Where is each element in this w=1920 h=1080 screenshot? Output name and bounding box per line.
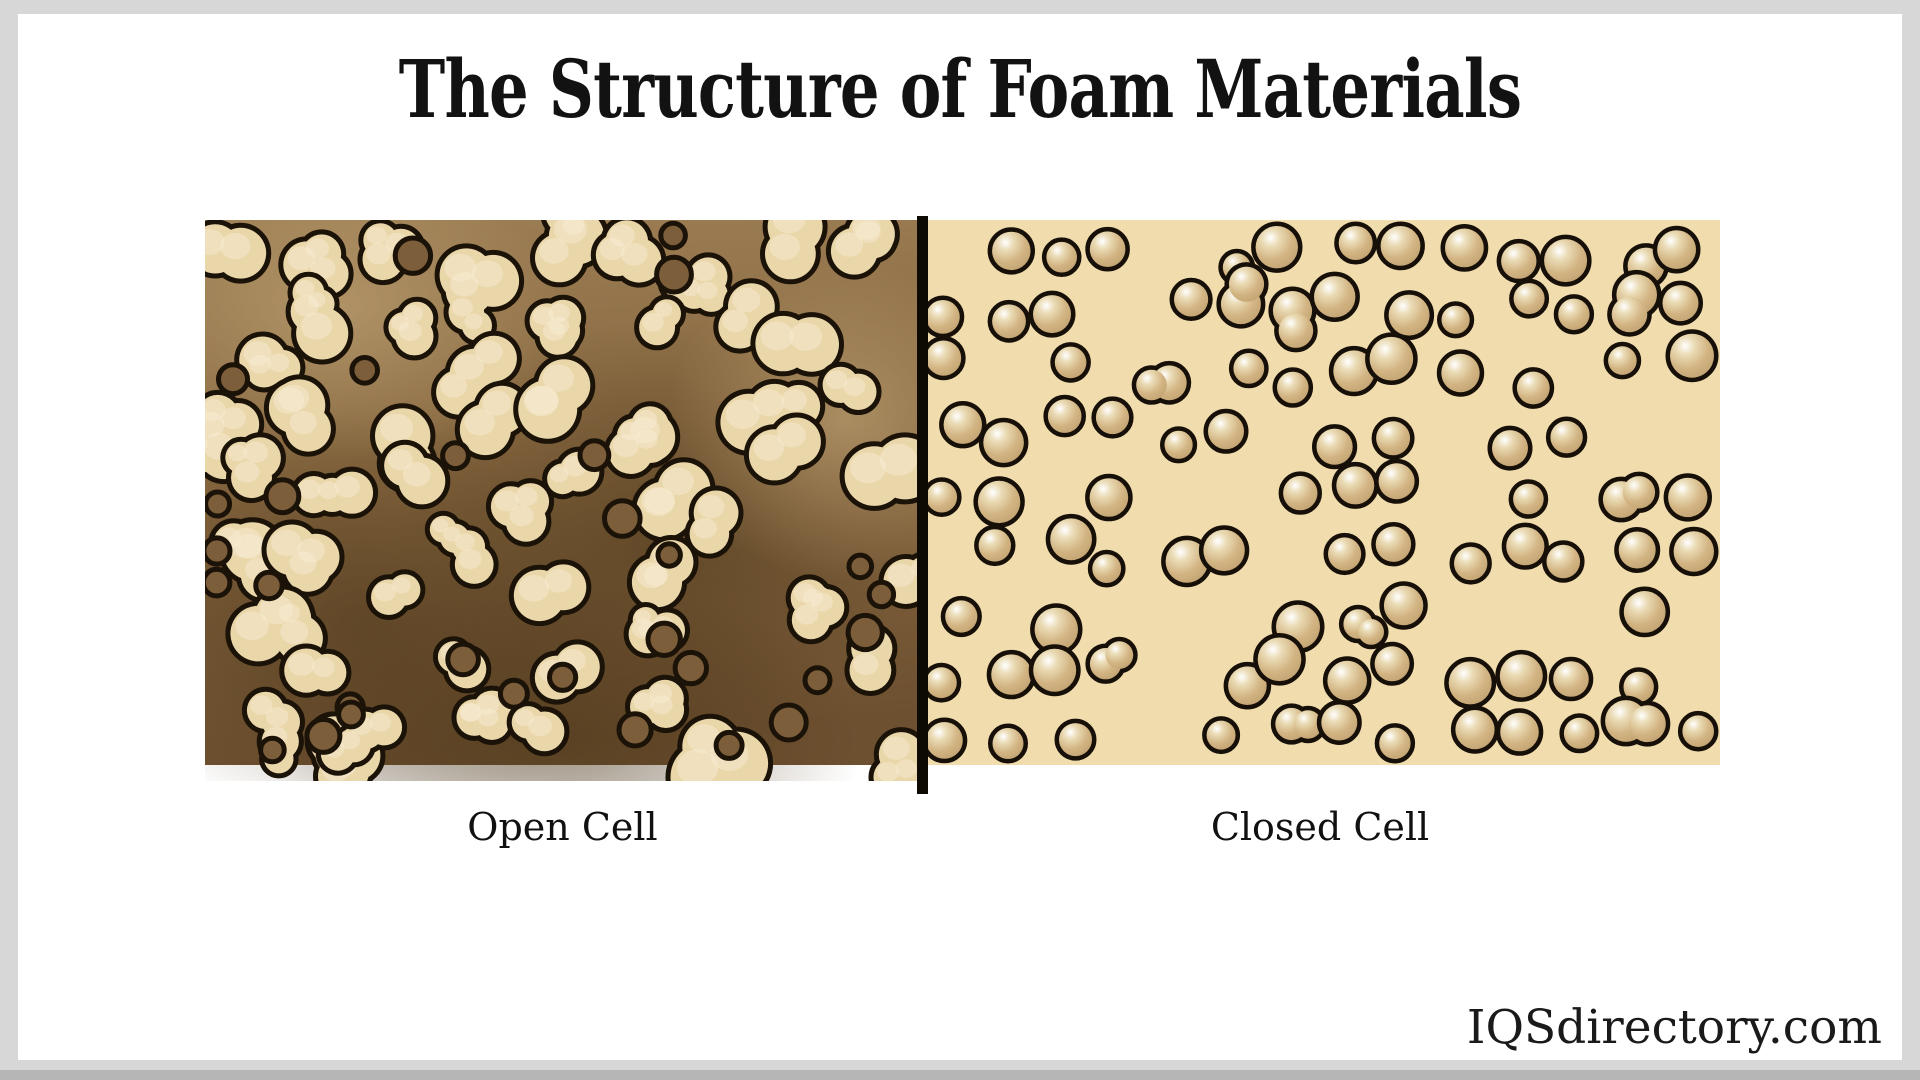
open-cell-illustration xyxy=(205,220,920,781)
bottom-border xyxy=(0,1070,1920,1080)
watermark-text: IQSdirectory.com xyxy=(1466,1000,1882,1055)
diagram-canvas: The Structure of Foam Materials Open Cel… xyxy=(18,14,1902,1060)
diagram-title: The Structure of Foam Materials xyxy=(398,42,1522,136)
closed-cell-illustration xyxy=(920,220,1720,765)
open-cell-label: Open Cell xyxy=(467,805,658,849)
closed-cell-label: Closed Cell xyxy=(1210,805,1430,849)
panel-divider-line xyxy=(917,216,928,794)
